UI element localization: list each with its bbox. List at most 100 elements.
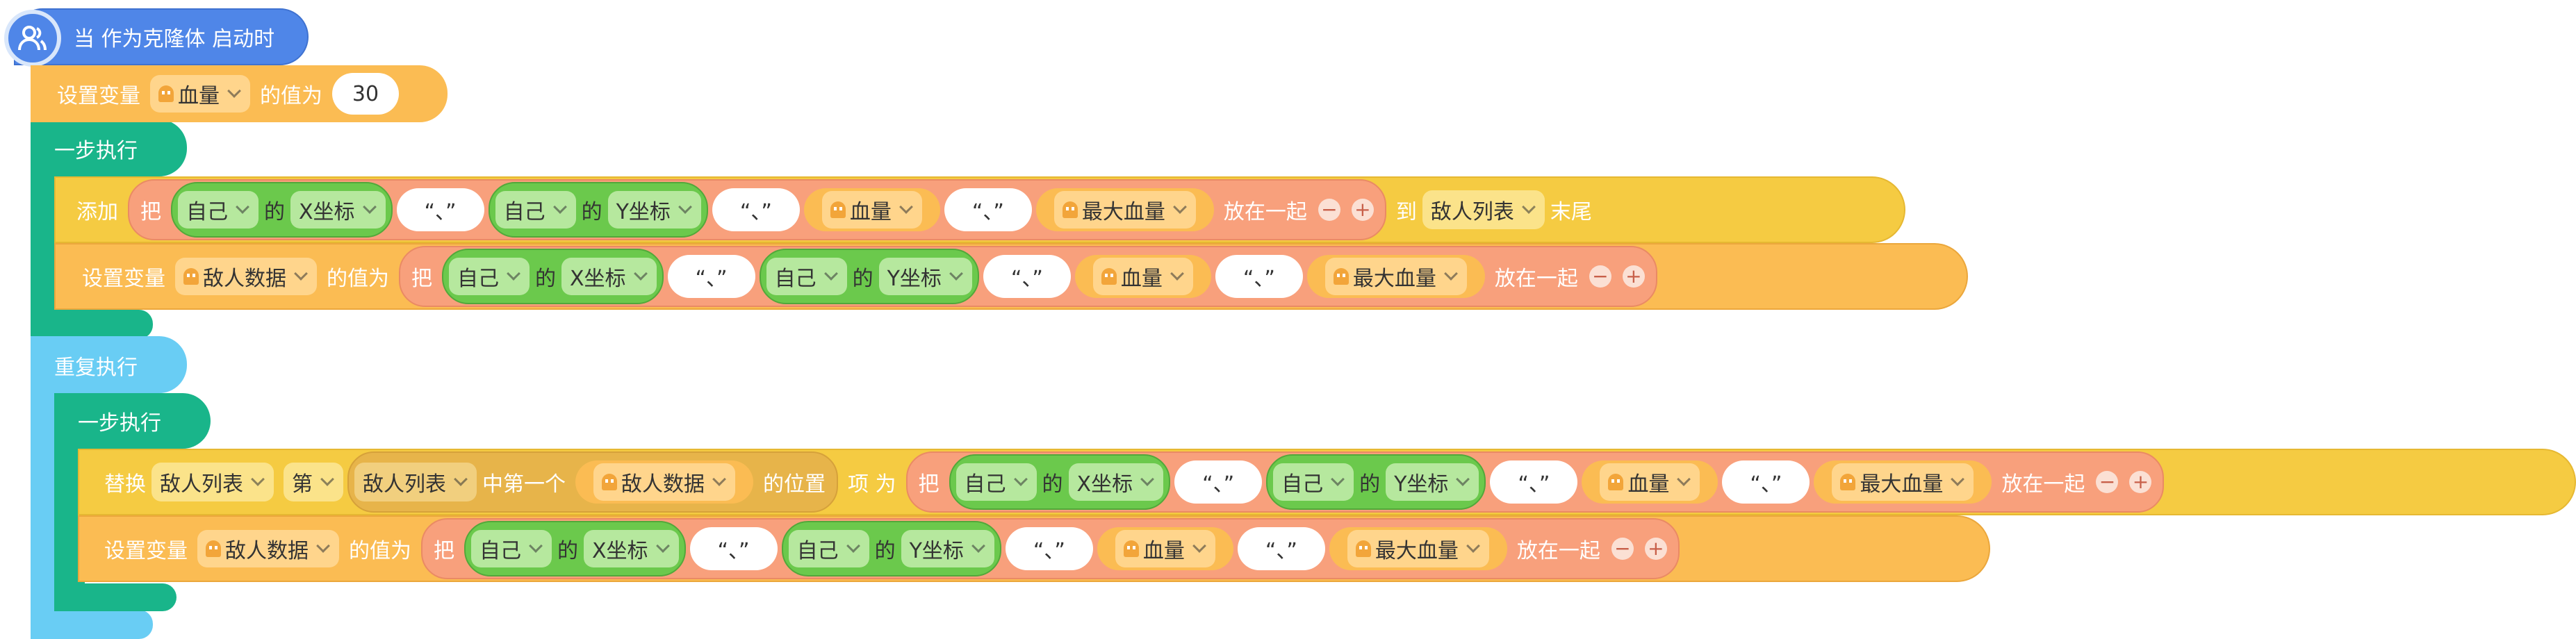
maxhp-var-reporter[interactable]: 最大血量 xyxy=(1035,188,1214,231)
chevron-down-icon xyxy=(1013,472,1028,486)
hp-var-dropdown[interactable]: 血量 xyxy=(821,191,922,229)
self-label: 自己 xyxy=(503,200,545,224)
enemy-data-label: 敌人数据 xyxy=(203,267,286,291)
self-dropdown[interactable]: 自己 xyxy=(766,258,847,295)
hp-var-reporter[interactable]: 血量 xyxy=(1097,527,1233,570)
maxhp-var-dropdown[interactable]: 最大血量 xyxy=(1347,530,1489,567)
x-coord-dropdown[interactable]: X坐标 xyxy=(1068,463,1164,501)
self-dropdown[interactable]: 自己 xyxy=(495,191,576,229)
maxhp-var-dropdown[interactable]: 最大血量 xyxy=(1832,463,1974,501)
y-coord-dropdown[interactable]: Y坐标 xyxy=(878,258,972,295)
self-label: 自己 xyxy=(796,539,839,563)
enemy-data-dropdown[interactable]: 敌人数据 xyxy=(593,463,735,501)
ghost-icon xyxy=(1333,268,1349,285)
index-of-block[interactable]: 敌人列表 中第一个 敌人数据 的位置 xyxy=(347,451,838,513)
step2-header[interactable] xyxy=(54,393,211,449)
minus-icon[interactable]: − xyxy=(1589,265,1611,288)
minus-icon[interactable]: − xyxy=(2096,471,2119,493)
repeat-footer xyxy=(31,610,153,639)
separator-string[interactable]: “、” xyxy=(712,188,800,231)
hp-var-dropdown[interactable]: 血量 xyxy=(1092,258,1193,295)
of-label: 的 xyxy=(1042,472,1063,497)
separator-string[interactable]: “、” xyxy=(667,255,755,298)
self-dropdown[interactable]: 自己 xyxy=(178,191,259,229)
y-coord-dropdown[interactable]: Y坐标 xyxy=(901,530,994,567)
list-dropdown[interactable]: 敌人列表 xyxy=(1422,190,1545,229)
separator-string[interactable]: “、” xyxy=(1174,460,1263,504)
x-coord-dropdown[interactable]: X坐标 xyxy=(561,258,657,295)
enemy-data-dropdown[interactable]: 敌人数据 xyxy=(197,530,339,567)
maxhp-var-dropdown[interactable]: 最大血量 xyxy=(1324,258,1467,295)
plus-icon[interactable]: + xyxy=(2129,471,2152,493)
chevron-down-icon xyxy=(1466,539,1480,553)
separator-string[interactable]: “、” xyxy=(1005,527,1093,570)
hp-var-dropdown[interactable]: 血量 xyxy=(1115,530,1215,567)
ghost-icon xyxy=(1062,201,1078,218)
separator-string[interactable]: “、” xyxy=(944,188,1032,231)
hp-value-input[interactable]: 30 xyxy=(332,73,399,115)
y-coord-dropdown[interactable]: Y坐标 xyxy=(607,191,701,229)
self-dropdown[interactable]: 自己 xyxy=(471,530,552,567)
hat-block[interactable]: 当 作为克隆体 启动时 xyxy=(4,8,309,67)
chevron-down-icon xyxy=(362,200,377,214)
list-label: 敌人列表 xyxy=(1430,200,1514,224)
maxhp-var-dropdown[interactable]: 最大血量 xyxy=(1053,191,1196,229)
self-dropdown[interactable]: 自己 xyxy=(788,530,869,567)
maxhp-var-reporter[interactable]: 最大血量 xyxy=(1306,255,1485,298)
separator-string[interactable]: “、” xyxy=(1237,527,1325,570)
hp-var-dropdown[interactable]: 血量 xyxy=(150,75,250,113)
self-label: 自己 xyxy=(964,472,1006,497)
of-label: 的 xyxy=(581,200,602,224)
y-coord-dropdown[interactable]: Y坐标 xyxy=(1386,463,1479,501)
x-coord-label: X坐标 xyxy=(570,267,626,291)
plus-icon[interactable]: + xyxy=(1351,199,1374,221)
separator-string[interactable]: “、” xyxy=(1722,460,1810,504)
enemy-data-dropdown[interactable]: 敌人数据 xyxy=(175,258,317,295)
enemy-data-reporter[interactable]: 敌人数据 xyxy=(575,460,753,504)
separator-string[interactable]: “、” xyxy=(1215,255,1303,298)
separator-string[interactable]: “、” xyxy=(983,255,1071,298)
self-dropdown[interactable]: 自己 xyxy=(1273,463,1354,501)
repeat-header[interactable] xyxy=(31,336,187,393)
x-coord-dropdown[interactable]: X坐标 xyxy=(584,530,679,567)
hp-var-reporter[interactable]: 血量 xyxy=(1074,255,1211,298)
maxhp-var-reporter[interactable]: 最大血量 xyxy=(1814,460,1992,504)
repeat-label: 重复执行 xyxy=(54,356,138,380)
self-dropdown[interactable]: 自己 xyxy=(955,463,1037,501)
maxhp-var-reporter[interactable]: 最大血量 xyxy=(1329,527,1507,570)
minus-icon[interactable]: − xyxy=(1611,538,1634,560)
separator-string[interactable]: “、” xyxy=(689,527,778,570)
set-hp-block[interactable]: 设置变量 血量 的值为 30 xyxy=(31,65,448,122)
ghost-icon xyxy=(183,268,199,285)
minus-icon[interactable]: − xyxy=(1318,199,1340,221)
step1-header[interactable] xyxy=(31,119,187,176)
plus-icon[interactable]: + xyxy=(1622,265,1645,288)
plus-icon[interactable]: + xyxy=(1644,538,1667,560)
x-coord-dropdown[interactable]: X坐标 xyxy=(290,191,386,229)
hp-var-dropdown[interactable]: 血量 xyxy=(1600,463,1700,501)
separator-string[interactable]: “、” xyxy=(396,188,484,231)
separator-string[interactable]: “、” xyxy=(1490,460,1578,504)
hp-var-reporter[interactable]: 血量 xyxy=(803,188,940,231)
list-dropdown[interactable]: 敌人列表 xyxy=(151,463,274,501)
hp-var-reporter[interactable]: 血量 xyxy=(1582,460,1718,504)
list2-dropdown[interactable]: 敌人列表 xyxy=(354,463,477,501)
index-mode-dropdown[interactable]: 第 xyxy=(284,463,343,501)
self-dropdown[interactable]: 自己 xyxy=(449,258,530,295)
